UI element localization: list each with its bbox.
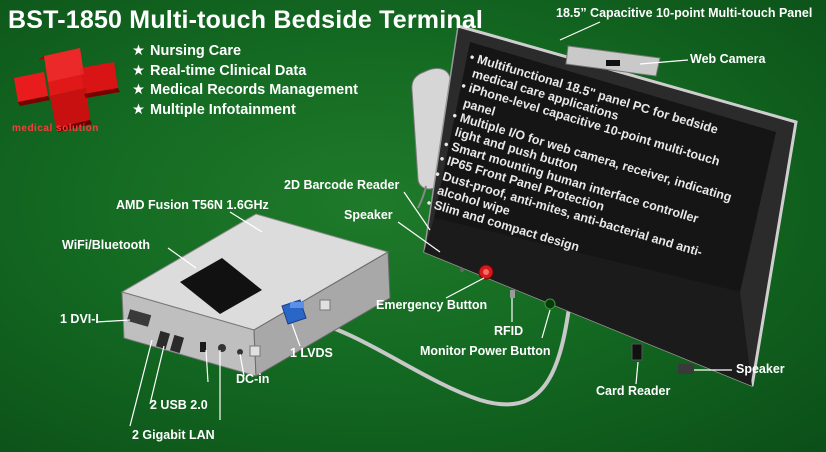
monitor [423,24,798,388]
feature-list: ★ Nursing Care ★ Real-time Clinical Data ★… [132,42,358,120]
feature-item: ★ Medical Records Management [132,81,358,101]
logo-caption: medical solution [12,123,99,134]
star-icon: ★ [132,43,145,59]
label-monitor-power-button: Monitor Power Button [420,344,551,358]
feature-text: Nursing Care [150,43,242,59]
medical-cross-logo [14,48,120,132]
label-cpu: AMD Fusion T56N 1.6GHz [116,198,269,212]
feature-item: ★ Nursing Care [132,42,358,62]
label-speaker-right: Speaker [736,362,785,376]
feature-text: Multiple Infotainment [150,101,296,118]
label-speaker-top: Speaker [344,208,393,222]
star-icon: ★ [132,101,145,118]
feature-text: Medical Records Management [150,82,358,98]
feature-text: Real-time Clinical Data [150,62,307,79]
label-barcode-reader: 2D Barcode Reader [284,178,400,192]
box-pc [120,213,391,377]
label-wifi-bluetooth: WiFi/Bluetooth [62,238,151,252]
label-usb: 2 USB 2.0 [150,398,208,412]
label-dvi: 1 DVI-I [60,312,99,326]
star-icon: ★ [132,62,145,79]
label-rfid: RFID [494,324,524,338]
label-web-camera: Web Camera [690,52,766,66]
label-emergency-button: Emergency Button [376,298,488,312]
label-dc-in: DC-in [236,372,270,386]
feature-item: ★ Real-time Clinical Data [132,62,358,82]
star-icon: ★ [132,82,145,98]
lvds-connector [281,299,307,325]
feature-item: ★ Multiple Infotainment [132,101,358,121]
label-lvds: 1 LVDS [290,346,333,360]
label-panel: 18.5” Capacitive 10-point Multi-touch Pa… [556,6,813,20]
label-gigabit-lan: 2 Gigabit LAN [132,428,215,442]
label-card-reader: Card Reader [596,384,671,398]
page-title: BST-1850 Multi-touch Bedside Terminal [8,6,484,34]
